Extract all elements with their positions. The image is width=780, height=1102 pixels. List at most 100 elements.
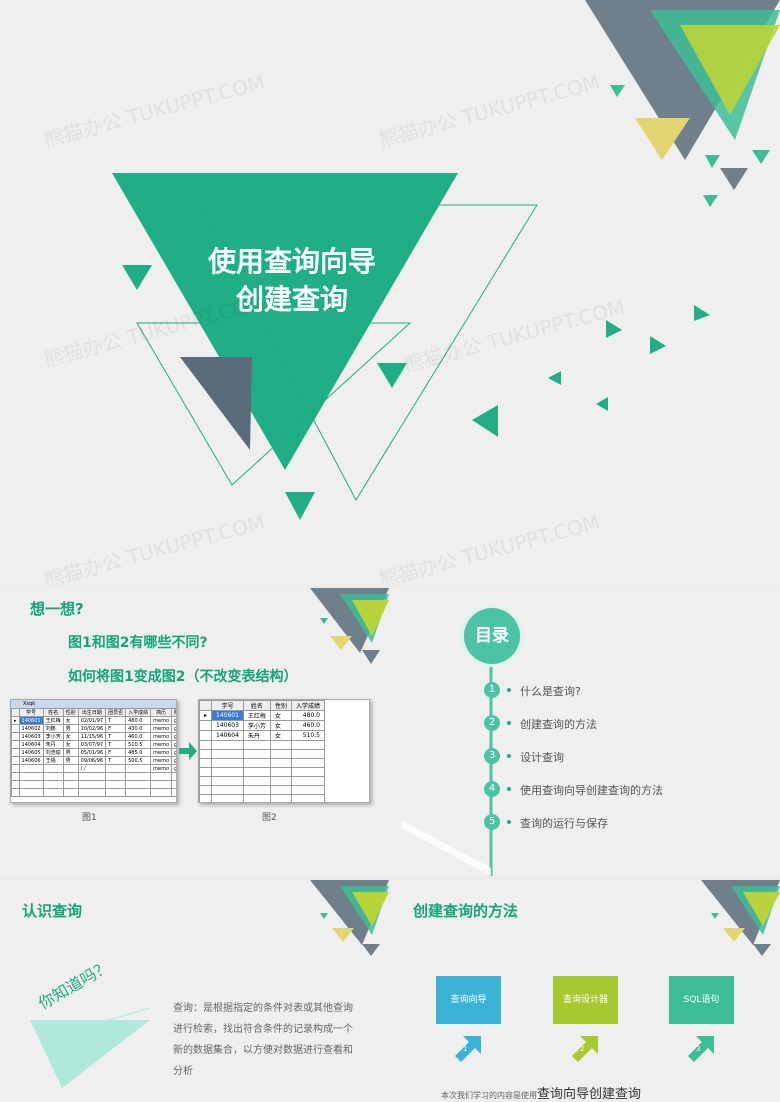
- row-selector-header: [199, 700, 213, 711]
- table-cell: 140604: [211, 730, 244, 741]
- table-cell: [211, 785, 244, 795]
- table-cell: memo: [150, 740, 173, 749]
- table-cell: 03/07/97: [77, 740, 107, 749]
- table-cell: [125, 788, 152, 797]
- table-cell: [199, 758, 213, 768]
- empty-row: [199, 758, 325, 768]
- toc-bullet-icon: [507, 820, 511, 824]
- table-cell: 女: [62, 740, 79, 749]
- slide4-decoration: [30, 880, 389, 1088]
- table-cell: [269, 785, 292, 795]
- table-cell: 女: [62, 716, 79, 725]
- slide5-heading: 创建查询的方法: [413, 902, 519, 920]
- toc-bullet-icon: [507, 754, 511, 758]
- table-cell: [18, 772, 44, 781]
- up-right-arrow-icon: [572, 1036, 598, 1062]
- column-header: 照片: [171, 708, 176, 717]
- method-card-number: 3: [696, 1045, 701, 1053]
- toc-item-label: 设计查询: [520, 751, 564, 764]
- method-card-label: SQL语句: [683, 995, 720, 1005]
- toc-bullet-icon: [507, 688, 511, 692]
- mint-triangle: [30, 1020, 150, 1088]
- row-selector: ▸: [199, 710, 213, 721]
- table-cell: [211, 776, 244, 786]
- table-cell: T: [105, 716, 127, 725]
- toc-item-label: 查询的运行与保存: [520, 817, 608, 830]
- row-selector: [11, 724, 20, 733]
- table-cell: T: [105, 732, 127, 741]
- slide2-heading: 想一想?: [30, 600, 84, 618]
- table-cell: memo: [150, 732, 173, 741]
- table-cell: [11, 772, 20, 781]
- method-card[interactable]: SQL语句: [669, 976, 734, 1024]
- table-cell: 140603: [18, 732, 44, 741]
- figure-1-caption: 图1: [82, 813, 97, 823]
- column-header: 简历: [150, 708, 173, 717]
- table-cell: 09/06/96: [77, 756, 107, 765]
- table-cell: 140601: [18, 716, 44, 725]
- table-cell: 05/01/96: [77, 748, 107, 757]
- column-header: 性别: [269, 700, 292, 711]
- table-cell: 140605: [18, 748, 44, 757]
- table-cell: memo: [150, 716, 173, 725]
- method-card[interactable]: 查询向导: [436, 976, 501, 1024]
- table-cell: [125, 764, 152, 773]
- table-cell: [62, 788, 79, 797]
- table-cell: [42, 772, 64, 781]
- table-cell: T: [105, 756, 127, 765]
- table-cell: 王红梅: [42, 716, 64, 725]
- table-cell: 140606: [18, 756, 44, 765]
- slide-think: 想一想? 图1和图2有哪些不同? 如何将图1变成图2（不改变表结构） Xsqk …: [0, 588, 389, 876]
- table-cell: [242, 776, 271, 786]
- table-cell: [199, 794, 213, 802]
- table-cell: [290, 776, 325, 786]
- column-header: 学号: [18, 708, 44, 717]
- slide2-decoration: [310, 588, 389, 664]
- empty-row: [199, 740, 325, 750]
- table-cell: 王锡: [42, 756, 64, 765]
- table-cell: [77, 772, 107, 781]
- figure-2-caption: 图2: [262, 813, 277, 823]
- toc-item-label: 使用查询向导创建查询的方法: [520, 784, 663, 797]
- table-cell: [171, 788, 176, 797]
- table-cell: [211, 767, 244, 777]
- table-cell: [269, 794, 292, 802]
- table-cell: 140603: [211, 720, 244, 731]
- table-cell: [199, 785, 213, 795]
- method-card[interactable]: 查询设计器: [553, 976, 618, 1024]
- toc-item-label: 创建查询的方法: [520, 718, 597, 731]
- table-cell: [211, 740, 244, 750]
- table-cell: 刘鹏: [42, 724, 64, 733]
- row-selector: [11, 764, 20, 773]
- table-cell: [242, 749, 271, 759]
- column-header: 团员否: [105, 708, 127, 717]
- table-cell: / /: [77, 764, 107, 773]
- table-cell: 510.5: [290, 730, 325, 741]
- table-cell: 480.0: [290, 710, 325, 721]
- table-cell: [290, 785, 325, 795]
- table-cell: memo: [150, 764, 173, 773]
- title-line-1: 使用查询向导: [207, 245, 376, 278]
- table-cell: memo: [150, 748, 173, 757]
- row-selector: [199, 720, 213, 731]
- footer-emphasis: 查询向导创建查询: [537, 1087, 642, 1102]
- table-cell: gen: [171, 764, 176, 773]
- table-cell: 02/01/97: [77, 716, 107, 725]
- table-cell: [77, 788, 107, 797]
- toc-number-badge: 5: [484, 814, 500, 830]
- table-cell: [105, 780, 127, 789]
- table-cell: [269, 776, 292, 786]
- toc-item[interactable]: 3 设计查询: [391, 748, 780, 768]
- table-cell: [150, 788, 173, 797]
- table-cell: 460.0: [125, 732, 152, 741]
- toc-number-badge: 3: [484, 748, 500, 764]
- toc-item[interactable]: 5 查询的运行与保存: [391, 814, 780, 834]
